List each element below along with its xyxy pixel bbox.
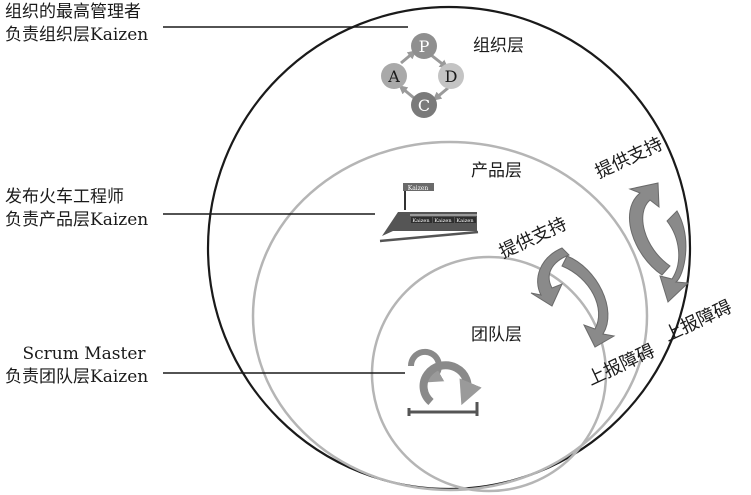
- team-kaizen-loop-icon: [407, 348, 482, 416]
- pdca-d-letter: D: [445, 67, 458, 86]
- train-car-label: Kaizen: [456, 218, 474, 224]
- team-ring: [370, 255, 608, 493]
- support-cycle-arrow: [530, 247, 570, 307]
- organization-layer-label: 组织层: [473, 36, 524, 56]
- train-car-label: Kaizen: [412, 218, 430, 224]
- pdca-p-letter: P: [419, 37, 430, 56]
- report-cycle-arrow: [561, 255, 616, 348]
- train-car: [455, 217, 476, 223]
- release-train-icon: Kaizen Kaizen Kaizen Kaizen: [379, 183, 479, 243]
- loop-large-arc: [419, 361, 482, 406]
- product-ring: [251, 140, 649, 492]
- pdca-a-letter: A: [387, 67, 400, 86]
- pdca-a-node: [381, 63, 407, 89]
- train-car: [433, 217, 454, 223]
- pdca-connector-arrow: [400, 50, 417, 65]
- pdca-c-letter: C: [418, 96, 430, 115]
- train-sign-text: Kaizen: [408, 185, 429, 192]
- org-duty-label: 负责组织层Kaizen: [5, 25, 149, 45]
- train-roof-stripe: [410, 214, 477, 216]
- pdca-cycle: P D C A: [381, 33, 464, 118]
- loop-bracket: [407, 402, 479, 416]
- product-duty-label: 负责产品层Kaizen: [5, 210, 149, 230]
- upper-cycle-arrows: [628, 182, 690, 303]
- org-role-label: 组织的最高管理者: [5, 2, 141, 22]
- loop-small-arc: [407, 348, 445, 383]
- product-role-label: 发布火车工程师: [5, 187, 124, 207]
- pdca-p-node: [411, 33, 437, 59]
- train-car-label: Kaizen: [434, 218, 452, 224]
- report-cycle-arrow: [628, 182, 671, 276]
- team-role-label: Scrum Master: [22, 344, 146, 364]
- pdca-connector-arrow: [430, 53, 449, 69]
- train-car: [411, 217, 432, 223]
- pdca-connector-arrow: [398, 85, 415, 100]
- pdca-c-node: [411, 92, 437, 118]
- lower-cycle-arrows: [530, 247, 616, 348]
- team-duty-label: 负责团队层Kaizen: [5, 367, 149, 387]
- product-layer-label: 产品层: [471, 161, 522, 181]
- train-rail: [379, 230, 479, 243]
- pdca-connector-arrow: [432, 86, 449, 101]
- support-cycle-arrow: [659, 210, 690, 303]
- pdca-d-node: [438, 63, 464, 89]
- train-sign: [403, 183, 434, 191]
- team-layer-label: 团队层: [471, 325, 522, 345]
